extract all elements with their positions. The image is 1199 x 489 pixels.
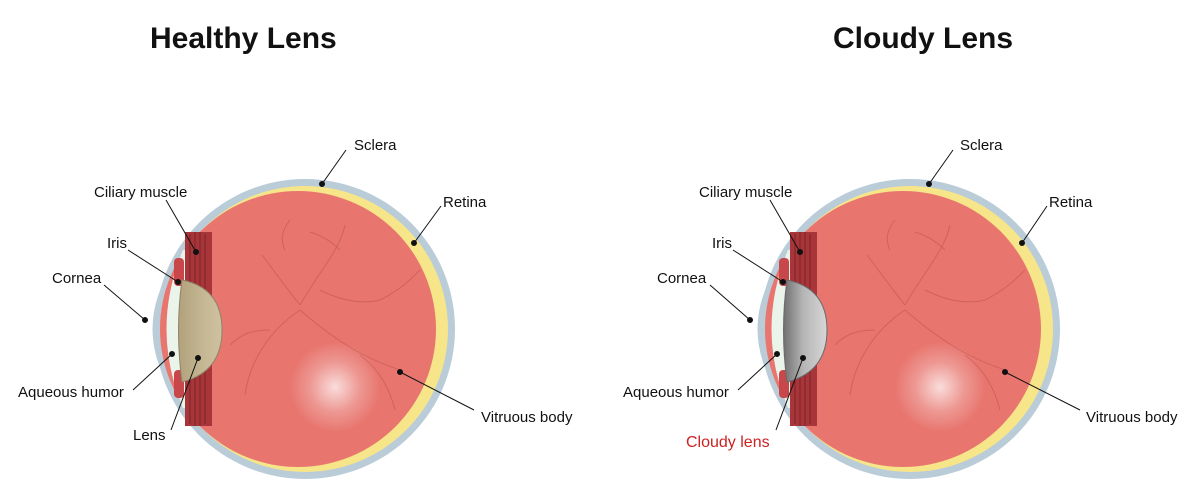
label-cornea: Cornea (657, 270, 707, 287)
label-aqueous-humor: Aqueous humor (18, 384, 124, 401)
iris-upper (174, 258, 184, 286)
label-vitreous-body: Vitruous body (481, 409, 573, 426)
iris-upper (779, 258, 789, 286)
healthy-lens-title: Healthy Lens (150, 22, 337, 55)
label-ciliary-muscle: Ciliary muscle (94, 184, 187, 201)
label-cornea: Cornea (52, 270, 102, 287)
label-aqueous-humor: Aqueous humor (623, 384, 729, 401)
label-iris: Iris (712, 235, 732, 252)
label-sclera: Sclera (354, 137, 397, 154)
cloudy-eye (757, 179, 1060, 479)
label-iris: Iris (107, 235, 127, 252)
cloudy-lens-title: Cloudy Lens (833, 22, 1014, 55)
macula-glow (895, 342, 985, 432)
label-vitreous-body: Vitruous body (1086, 409, 1178, 426)
healthy-eye (152, 179, 455, 479)
cloudy-lens (783, 279, 828, 383)
macula-glow (290, 342, 380, 432)
label-sclera: Sclera (960, 137, 1003, 154)
lens (178, 279, 223, 383)
label-retina: Retina (1049, 194, 1093, 211)
label-lens: Lens (133, 427, 166, 444)
label-retina: Retina (443, 194, 487, 211)
label-ciliary-muscle: Ciliary muscle (699, 184, 792, 201)
label-cloudy-lens: Cloudy lens (686, 434, 770, 451)
